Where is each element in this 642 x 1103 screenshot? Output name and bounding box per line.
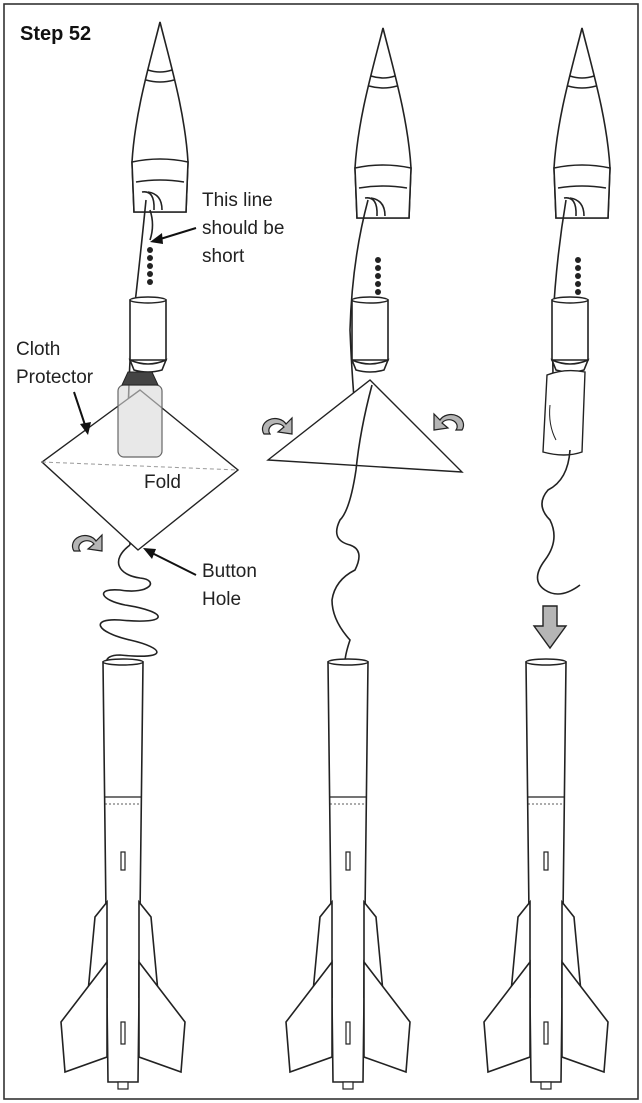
label-fold: Fold	[144, 472, 181, 493]
middle-nose-cone	[354, 27, 412, 219]
middle-swivel	[375, 257, 381, 295]
left-coiled-cord	[99, 544, 159, 671]
right-assembly	[483, 27, 611, 1090]
left-assembly	[40, 21, 240, 1090]
callout-line-short: This line should be short	[150, 190, 284, 267]
rotate-arrow-icon	[71, 534, 103, 552]
middle-rocket-body	[285, 658, 411, 1090]
left-swivel	[147, 247, 153, 285]
fold-line	[41, 461, 239, 471]
right-coiled-cord	[536, 449, 581, 595]
label-line-short-1: This line	[202, 190, 273, 211]
rotate-arrow-icon-right	[433, 413, 465, 431]
right-nose-cone	[553, 27, 611, 219]
right-tube	[551, 296, 589, 373]
right-swivel	[575, 257, 581, 295]
callout-cloth-protector: Cloth Protector	[16, 339, 94, 435]
cloth-triangle	[266, 379, 464, 473]
label-cloth-2: Protector	[16, 367, 94, 388]
folded-parachute	[117, 384, 163, 458]
border	[3, 3, 639, 1100]
label-button-2: Hole	[202, 589, 241, 610]
cloth-protector	[40, 389, 240, 551]
down-arrow-icon	[532, 605, 568, 650]
middle-assembly	[261, 27, 465, 1090]
step-title: Step 52	[20, 23, 91, 45]
right-rocket-body	[483, 658, 609, 1090]
label-line-short-2: should be	[202, 218, 284, 239]
middle-tube	[351, 296, 389, 373]
label-line-short-3: short	[202, 246, 245, 267]
left-tube	[129, 296, 167, 373]
label-cloth-1: Cloth	[16, 339, 60, 360]
middle-coiled-cord	[331, 384, 373, 663]
callout-button-hole: Button Hole	[143, 548, 257, 610]
rotate-arrow-icon-left	[261, 417, 293, 435]
label-button-1: Button	[202, 561, 257, 582]
left-rocket-body	[60, 658, 186, 1090]
left-nose-cone	[131, 21, 189, 213]
